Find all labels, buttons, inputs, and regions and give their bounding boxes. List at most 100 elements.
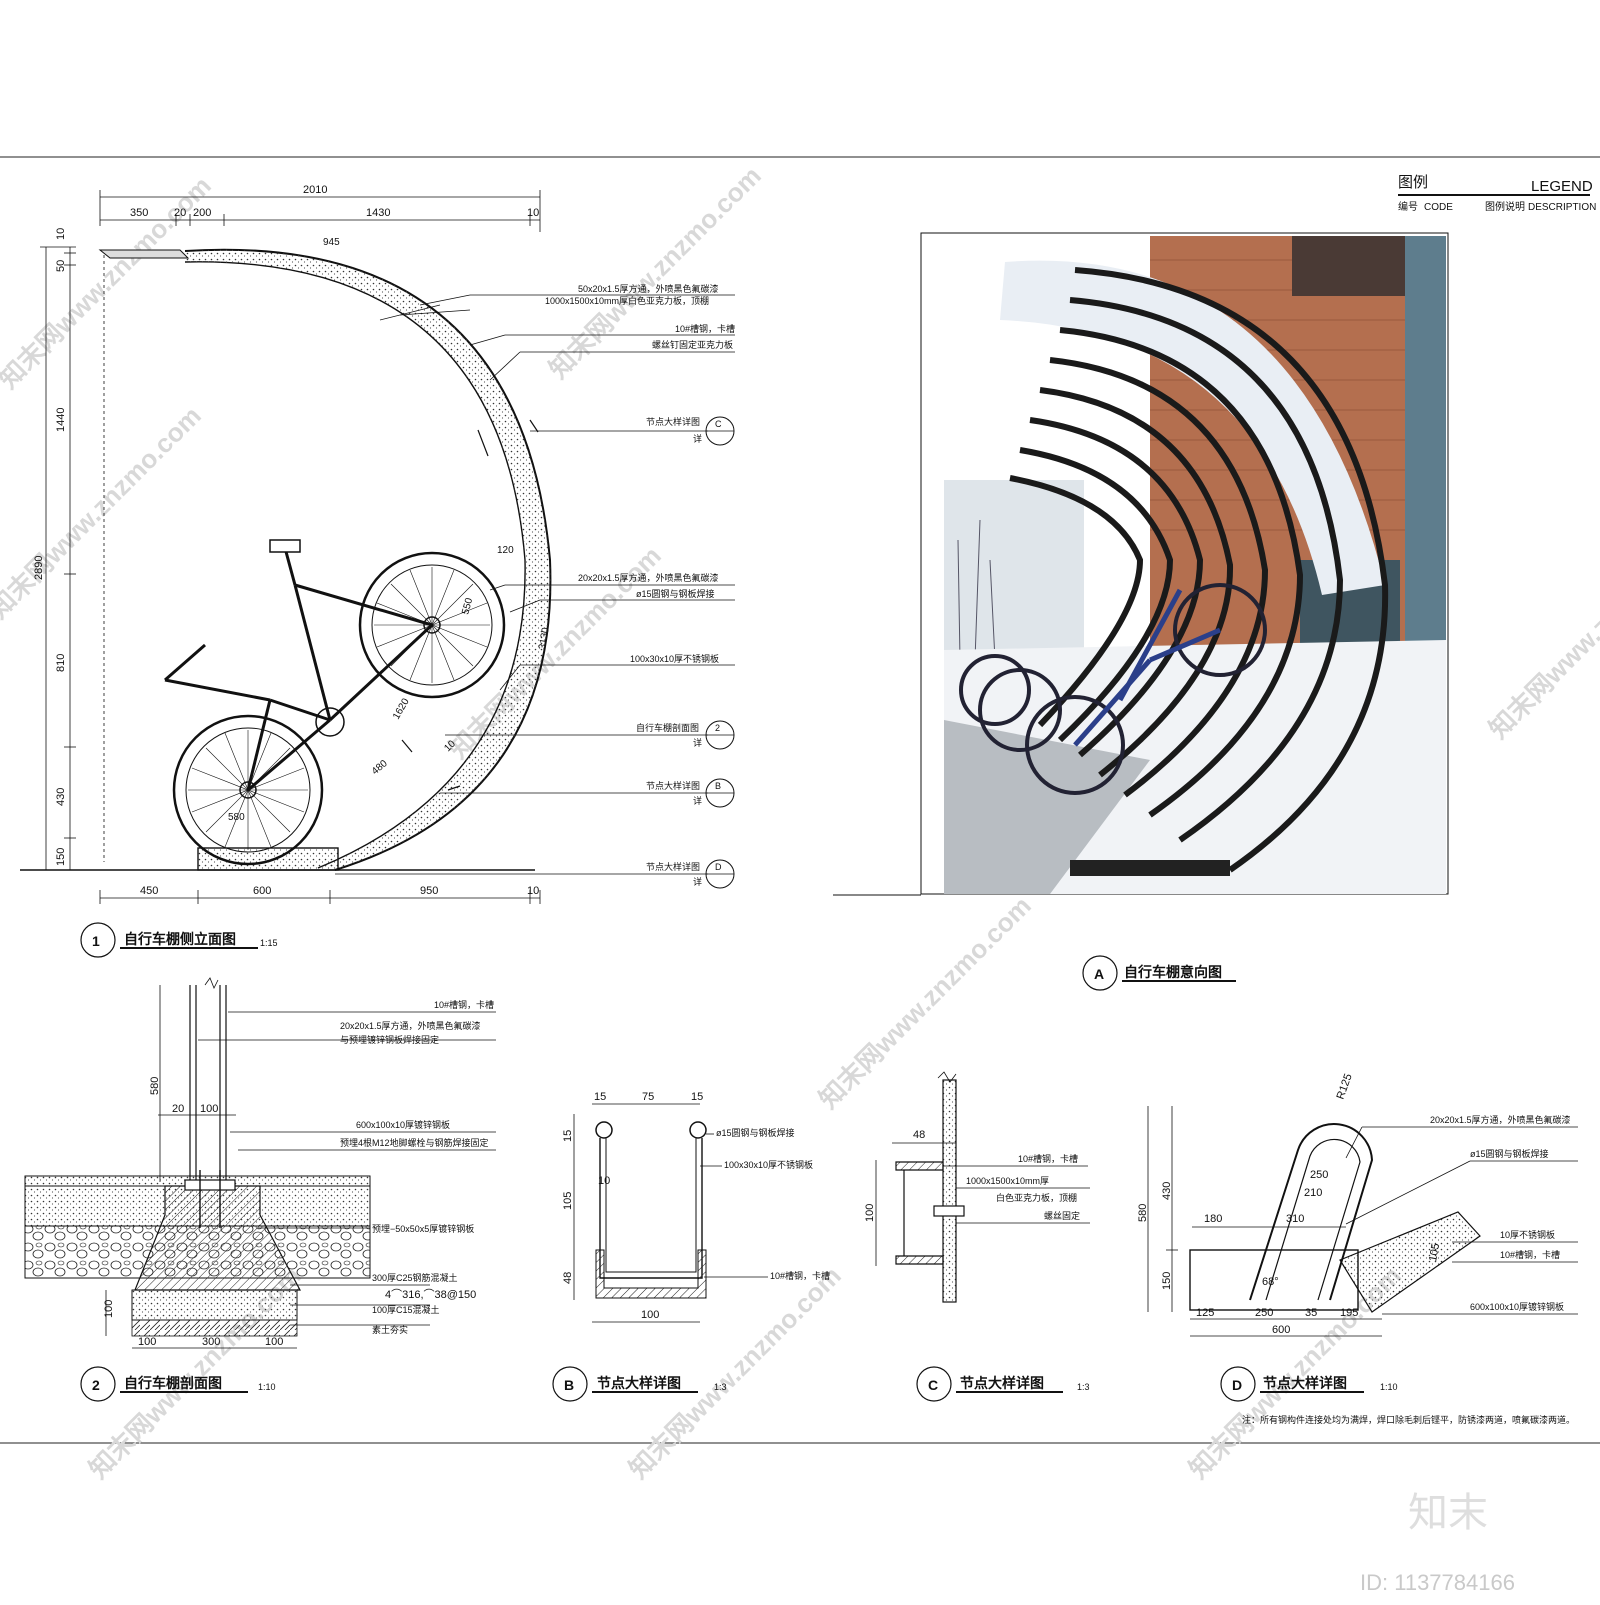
- note: ø15圆钢与钢板焊接: [636, 588, 715, 599]
- dim: 1440: [55, 408, 67, 432]
- reference-photo: [920, 232, 1449, 895]
- view-title: 自行车棚意向图: [1124, 964, 1222, 980]
- note: 螺丝钉固定亚克力板: [652, 339, 733, 350]
- note: 10#槽钢，卡槽: [434, 999, 494, 1010]
- note: 素土夯实: [372, 1324, 408, 1335]
- dim: 310: [1286, 1213, 1304, 1225]
- dim: 75: [642, 1091, 654, 1103]
- note: 300厚C25钢筋混凝土: [372, 1272, 458, 1283]
- view-title: 自行车棚侧立面图: [124, 931, 236, 947]
- dim-overall-height: 2890: [33, 556, 45, 580]
- legend-title-en: LEGEND: [1531, 178, 1593, 195]
- note: ø15圆钢与钢板焊接: [1470, 1148, 1549, 1159]
- note: 与预埋镀锌钢板焊接固定: [340, 1034, 439, 1045]
- callout-sub: 详: [693, 433, 702, 444]
- dim: 35: [1305, 1307, 1317, 1319]
- brand-logo-text: 知末: [1408, 1491, 1488, 1535]
- note: 600x100x10厚镀锌钢板: [1470, 1301, 1564, 1312]
- dim: 300: [202, 1336, 220, 1348]
- dim: 100: [200, 1103, 218, 1115]
- dim: 250: [1255, 1307, 1273, 1319]
- note: 600x100x10厚镀锌钢板: [356, 1119, 450, 1130]
- note: 10#槽钢，卡槽: [1500, 1249, 1560, 1260]
- dim: 48: [913, 1129, 925, 1141]
- dim: 480: [370, 758, 390, 777]
- dim: 195: [1340, 1307, 1358, 1319]
- view-d-detail: [1147, 1106, 1578, 1402]
- dim: R125: [1335, 1072, 1355, 1101]
- note: 20x20x1.5厚方通，外喷黑色氟碳漆: [340, 1020, 481, 1031]
- note: 100x30x10厚不锈钢板: [724, 1159, 813, 1170]
- view-number: D: [1232, 1377, 1242, 1393]
- dim: 550: [460, 596, 475, 615]
- dim: 950: [420, 885, 438, 897]
- view-c-detail: [875, 1071, 1090, 1402]
- view-1-side-elevation: [20, 190, 735, 958]
- dim: 105: [562, 1192, 574, 1210]
- legend-title-cn: 图例: [1398, 174, 1428, 191]
- note: 20x20x1.5厚方通，外喷黑色氟碳漆: [578, 572, 719, 583]
- dim: 580: [228, 812, 245, 823]
- dim: 68°: [1262, 1276, 1279, 1288]
- view-number: 1: [92, 933, 100, 949]
- brand-mark: 知末 ID: 1137784166: [1360, 1491, 1515, 1595]
- dim: 10: [598, 1175, 610, 1187]
- dim: 100: [864, 1204, 876, 1222]
- note: 10#槽钢，卡槽: [1018, 1153, 1078, 1164]
- view-title: 节点大样详图: [597, 1375, 681, 1391]
- view-scale: 1:15: [260, 938, 278, 948]
- legend-code-cn: 编号: [1398, 200, 1418, 213]
- dim: 105: [1427, 1242, 1442, 1262]
- view-number: B: [564, 1377, 574, 1393]
- dim: 150: [55, 848, 67, 866]
- dim: 600: [1272, 1324, 1290, 1336]
- dim: 180: [1204, 1213, 1222, 1225]
- dim: 580: [149, 1077, 161, 1095]
- dim-overall-width: 2010: [303, 184, 327, 196]
- legend-block: 图例 LEGEND 编号 CODE 图例说明 DESCRIPTION: [1398, 174, 1596, 213]
- dim: 15: [562, 1130, 574, 1142]
- view-scale: 1:3: [714, 1382, 727, 1392]
- note: 节点大样详图: [646, 416, 700, 427]
- dim: 15: [594, 1091, 606, 1103]
- dim: 100: [265, 1336, 283, 1348]
- view-1-texts: 2010 350 20 200 1430 10 10 50 1440 2890 …: [33, 184, 735, 949]
- note: 节点大样详图: [646, 780, 700, 791]
- watermark-text: 知末网www.znzmo.com: [543, 160, 767, 384]
- callout-sub: 详: [693, 876, 702, 887]
- note: 20x20x1.5厚方通，外喷黑色氟碳漆: [1430, 1114, 1571, 1125]
- note: 1000x1500x10mm厚: [966, 1176, 1049, 1186]
- watermark-text: 知末网www.znzmo.com: [0, 170, 217, 394]
- view-title: 自行车棚剖面图: [124, 1375, 222, 1391]
- dim: 945: [323, 237, 340, 248]
- view-number: 2: [92, 1377, 100, 1393]
- dim: 430: [55, 788, 67, 806]
- dim: 1430: [366, 207, 390, 219]
- view-b-detail: [552, 1103, 768, 1402]
- view-2-section: [24, 977, 496, 1402]
- watermark-text: 知末网www.znzmo.com: [1483, 520, 1600, 744]
- view-title: 节点大样详图: [960, 1375, 1044, 1391]
- dim: 100: [138, 1336, 156, 1348]
- dim: 3130: [537, 626, 552, 650]
- dim: 48: [562, 1272, 574, 1284]
- view-number: A: [1094, 966, 1104, 982]
- dim: 125: [1196, 1307, 1214, 1319]
- callout-label: D: [715, 862, 722, 872]
- dim: 20: [174, 207, 186, 219]
- dim: 450: [140, 885, 158, 897]
- watermark-text: 知末网www.znzmo.com: [0, 400, 207, 624]
- note: 1000x1500x10mm厚白色亚克力板，顶棚: [545, 295, 709, 306]
- dim: 50: [55, 260, 67, 272]
- dim: 100: [641, 1309, 659, 1321]
- dim: 150: [1161, 1272, 1173, 1290]
- note: 白色亚克力板，顶棚: [996, 1192, 1077, 1203]
- note: 50x20x1.5厚方通，外喷黑色氟碳漆: [578, 283, 719, 294]
- view-a-caption: A 自行车棚意向图: [833, 894, 1236, 991]
- note: 4⌒316,⌒38@150: [385, 1288, 476, 1301]
- view-c-texts: 48 100 10#槽钢，卡槽 1000x1500x10mm厚 白色亚克力板，顶…: [864, 1129, 1090, 1393]
- dim: 10: [527, 207, 539, 219]
- dim: 10: [55, 228, 67, 240]
- view-b-texts: 15 75 15 15 105 10 48 100 ø15圆钢与钢板焊接 100…: [562, 1091, 830, 1393]
